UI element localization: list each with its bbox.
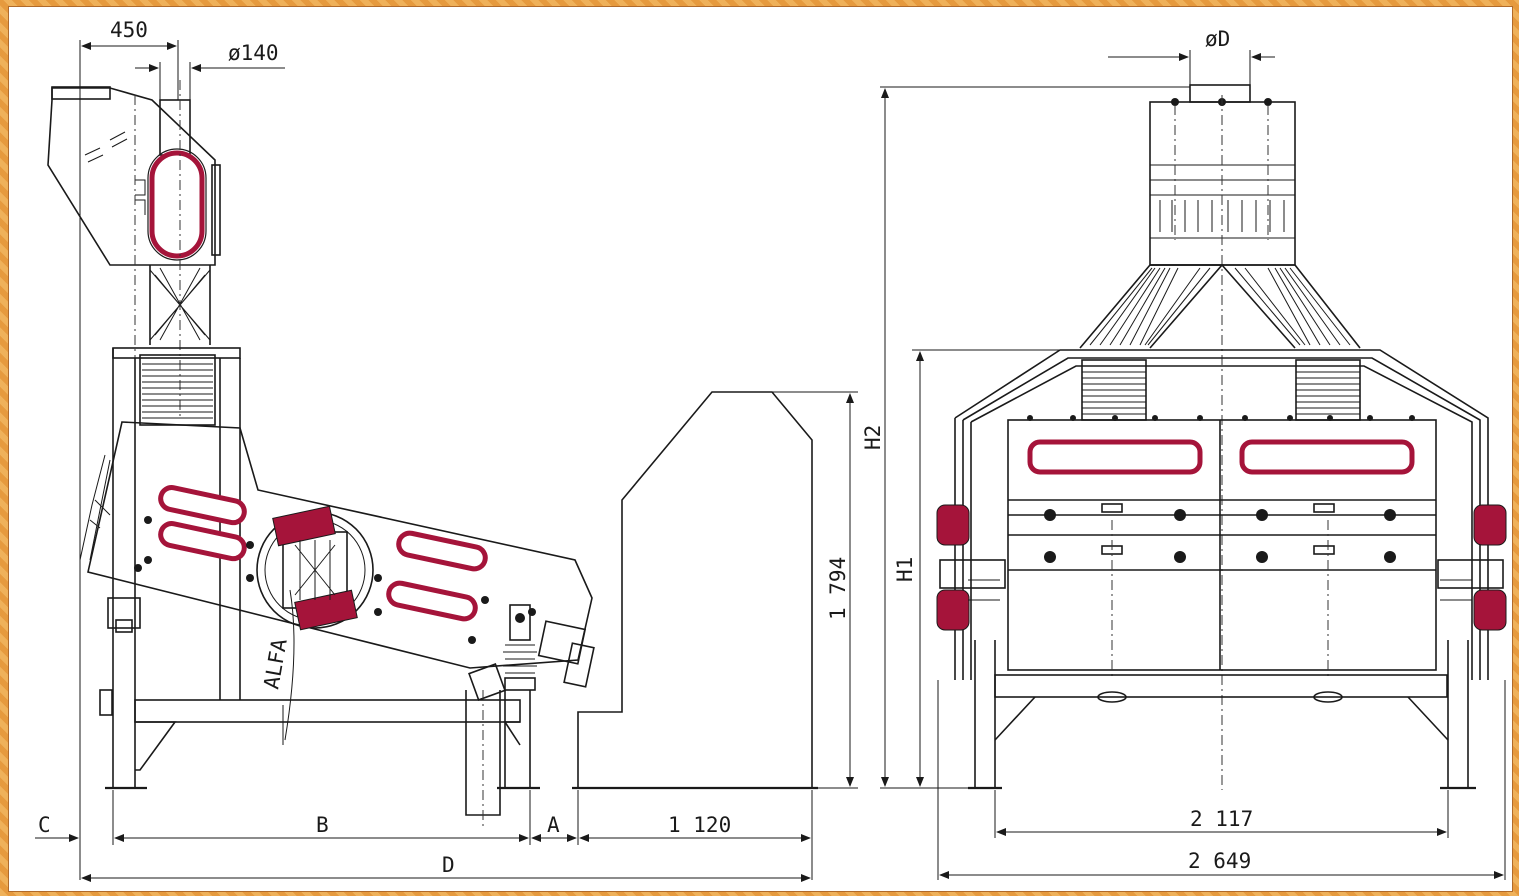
- dim-1120: 1 120: [668, 813, 731, 837]
- dim-height-h2: H2: [861, 425, 885, 450]
- front-sight-glass-left: [1027, 439, 1203, 475]
- angle-label: ALFA: [259, 637, 291, 691]
- dim-a: A: [547, 813, 560, 837]
- front-sight-glass-right: [1239, 439, 1415, 475]
- front-view: [936, 84, 1507, 790]
- dim-c: C: [38, 813, 51, 837]
- side-dimensions: [35, 40, 858, 882]
- dim-right-diameter: øD: [1205, 27, 1230, 51]
- dim-top-diameter: ø140: [228, 41, 279, 65]
- dim-2117: 2 117: [1190, 807, 1253, 831]
- dim-height-h1: H1: [893, 557, 917, 582]
- dim-2649: 2 649: [1188, 849, 1251, 873]
- dim-height-1794: 1 794: [826, 557, 850, 620]
- inlet-sight-glass: [149, 150, 205, 259]
- dim-top-width: 450: [110, 18, 148, 42]
- dim-b: B: [316, 813, 329, 837]
- dim-d: D: [442, 853, 455, 877]
- front-dimensions: [880, 50, 1506, 880]
- side-view: [47, 80, 818, 830]
